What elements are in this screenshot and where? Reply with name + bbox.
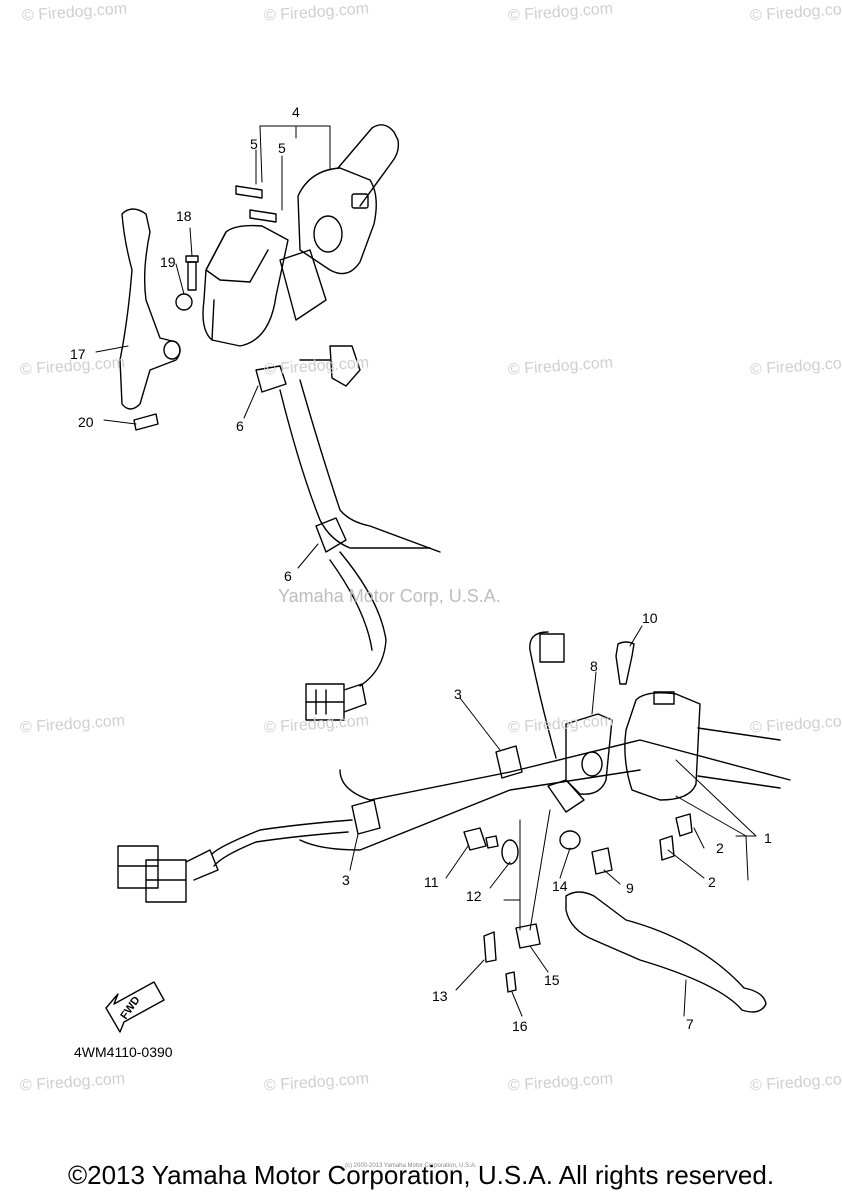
center-watermark: Yamaha Motor Corp, U.S.A. xyxy=(278,586,501,606)
callout-1: 1 xyxy=(764,830,772,846)
callout-2b: 2 xyxy=(708,874,716,890)
left-handlebar xyxy=(119,124,441,721)
footer-copyright: ©2013 Yamaha Motor Corporation, U.S.A. A… xyxy=(67,1160,775,1190)
drawing-code: 4WM4110-0390 xyxy=(74,1044,173,1060)
callout-5a: 5 xyxy=(250,136,258,152)
callout-20: 20 xyxy=(78,414,94,430)
callout-14: 14 xyxy=(552,878,568,894)
callout-3b: 3 xyxy=(342,872,350,888)
callout-13: 13 xyxy=(432,988,448,1004)
callout-16: 16 xyxy=(512,1018,528,1034)
callout-5b: 5 xyxy=(278,140,286,156)
leader-lines xyxy=(95,125,757,1017)
small-copyright: (c) 2000-2013 Yamaha Motor Corporation, … xyxy=(345,1163,477,1169)
callout-19: 19 xyxy=(160,254,176,270)
callout-8: 8 xyxy=(590,658,598,674)
callout-12: 12 xyxy=(466,888,482,904)
callout-6a: 6 xyxy=(236,418,244,434)
callout-11: 11 xyxy=(424,874,439,890)
callout-15: 15 xyxy=(544,972,560,988)
callout-2a: 2 xyxy=(716,840,724,856)
callout-6b: 6 xyxy=(284,568,292,584)
callout-18: 18 xyxy=(176,208,192,224)
right-handlebar xyxy=(117,631,791,1013)
callout-9: 9 xyxy=(626,880,634,896)
callout-10: 10 xyxy=(642,610,658,626)
callout-4: 4 xyxy=(292,104,300,120)
callout-7: 7 xyxy=(686,1016,694,1032)
callout-17: 17 xyxy=(70,346,86,362)
fwd-arrow-icon xyxy=(105,981,165,1033)
callout-3a: 3 xyxy=(454,686,462,702)
